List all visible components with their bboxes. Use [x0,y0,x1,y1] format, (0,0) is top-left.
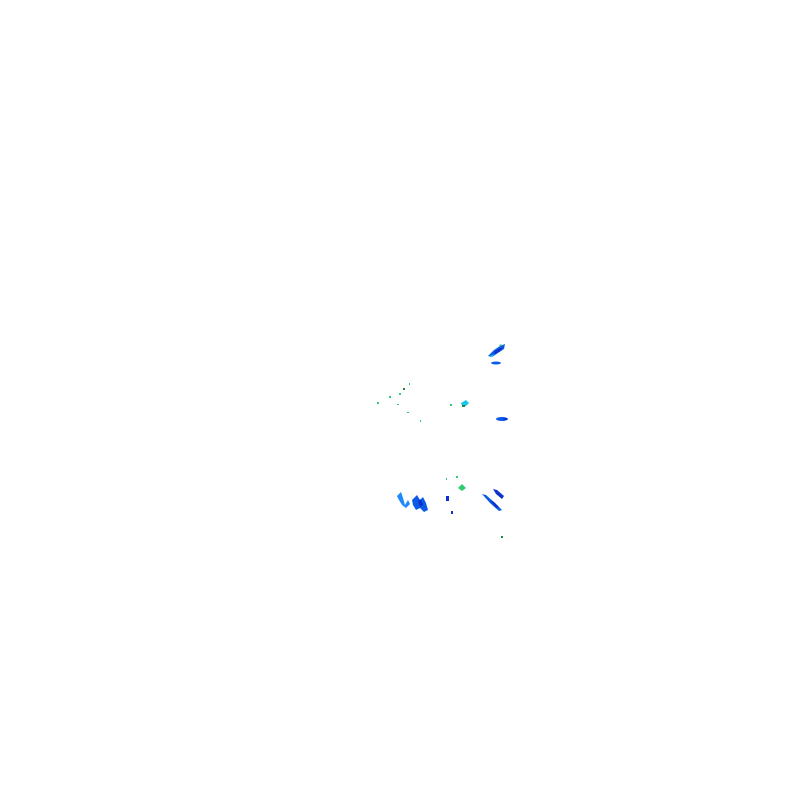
echo-dot [456,476,458,478]
echo-blob [503,418,507,420]
echo-dot [397,404,399,405]
echo-blob [494,347,503,354]
echo-blob [491,361,501,365]
echo-dot [407,412,409,413]
echo-dot [420,420,421,422]
echo-blob [493,489,504,499]
echo-dot [451,511,453,514]
echo-blob [458,484,466,491]
echo-dot [409,383,410,385]
echo-dot [389,396,391,398]
echo-dot [399,393,401,395]
echo-blob [418,499,423,507]
echo-blob [490,354,494,357]
echo-blob [499,344,502,347]
echo-dot [403,388,405,390]
echo-group-south-cluster [397,476,504,538]
echo-blob [397,492,410,508]
echo-blob [461,400,469,406]
echo-dot [462,405,465,407]
echo-dot [446,496,449,501]
echo-dot [450,404,452,406]
echo-dot [377,402,379,404]
echo-dot [446,478,447,480]
echo-group-middle-scatter [377,383,508,422]
echo-group-north-cell [488,344,505,365]
echo-dot [501,536,503,538]
echo-blob [490,500,499,508]
